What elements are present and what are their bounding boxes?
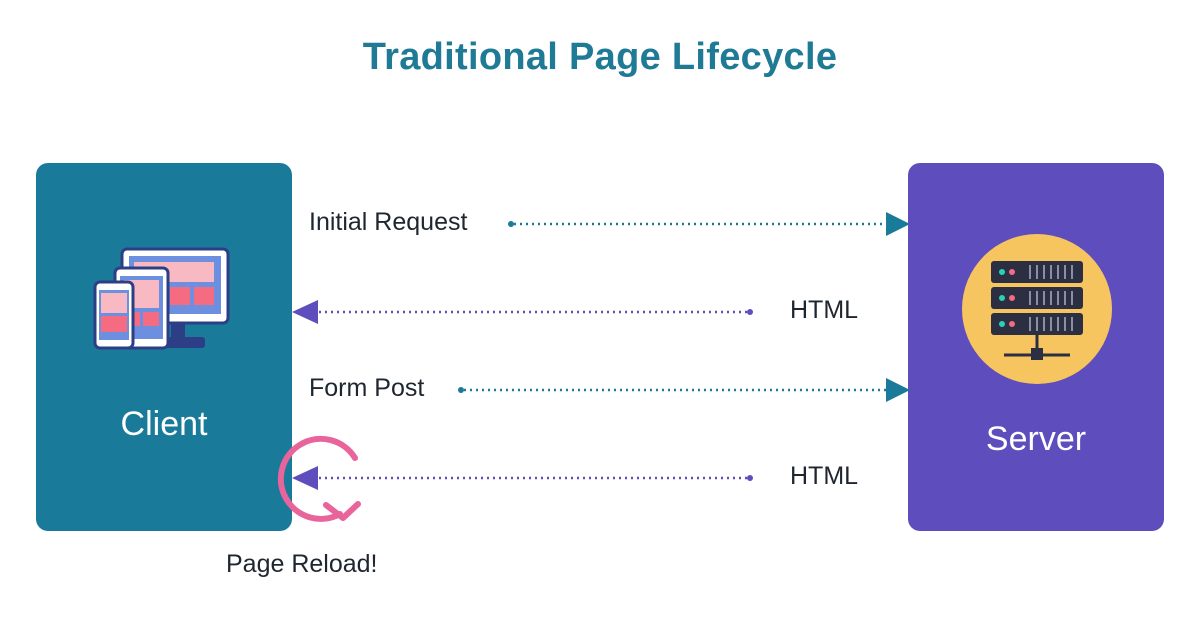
message-label-initial-request: Initial Request (309, 208, 468, 236)
message-label-html-1: HTML (790, 296, 859, 324)
response-arrow-1 (292, 300, 753, 324)
message-label-form-post: Form Post (309, 374, 425, 402)
client-label: Client (120, 405, 208, 443)
message-label-html-2: HTML (790, 462, 859, 490)
response-arrow-2 (292, 466, 753, 490)
request-arrow-2 (458, 378, 910, 402)
server-label: Server (985, 420, 1087, 458)
request-arrow-1 (508, 212, 910, 236)
server-rack-icon (962, 234, 1112, 384)
page-reload-label: Page Reload! (226, 550, 378, 578)
reload-arrow-icon (277, 435, 361, 522)
diagram-title: Traditional Page Lifecycle (362, 36, 838, 78)
devices-icon (93, 247, 230, 350)
